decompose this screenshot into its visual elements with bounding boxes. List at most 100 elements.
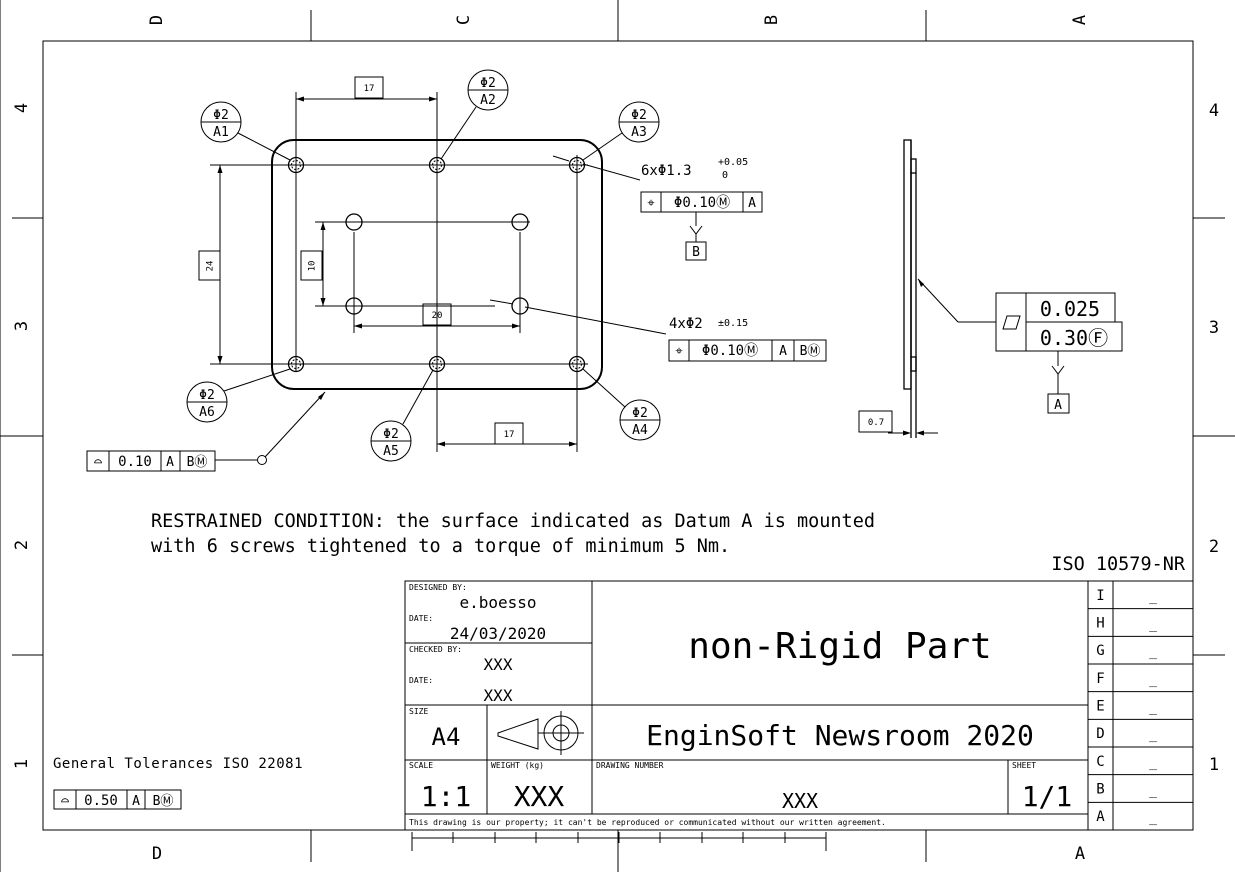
datum-target-label: A4 [632,423,648,438]
revision-letter: G [1096,643,1104,659]
fcf-datum: BⓂ [187,455,208,470]
check-date-value: XXX [484,686,513,705]
datum-target-label: A6 [199,405,215,420]
revision-value: _ [1149,784,1157,799]
standard-reference: ISO 10579-NR [1051,554,1186,575]
dimension-text: 10 [308,261,318,272]
dimension-inner-horizontal: 20 [354,303,520,329]
fcf-datum: A [779,344,787,359]
fcf-tolerance: Φ0.10Ⓜ [674,195,730,211]
row-label-right: 2 [1209,537,1219,557]
flatness-free-state: 0.30Ⓕ [1040,326,1108,350]
revision-letter: E [1096,699,1104,715]
profile-callout: ⌓ 0.10 A BⓂ [86,391,326,472]
dimension-text: 17 [504,430,515,440]
general-fcf: ⌓ 0.50 A BⓂ [53,789,182,810]
revision-letter: I [1096,588,1104,604]
revision-value: _ [1149,618,1157,633]
fcf-tolerance: 0.10 [118,454,152,470]
revision-value: _ [1149,701,1157,716]
threaded-hole [568,156,586,174]
side-boss [910,356,917,372]
designed-by-label: DESIGNED BY: [409,583,467,592]
revision-value: _ [1149,673,1157,688]
zone-label-bottom: A [1075,844,1085,864]
callout-4-holes: 4xΦ2 ±0.15 ⌖ Φ0.10Ⓜ A BⓂ [489,299,827,362]
fcf-datum: BⓂ [800,344,821,359]
datum-target-a6: Φ2 A6 [186,368,291,423]
fcf-tolerance: Φ0.10Ⓜ [702,343,758,359]
profile-symbol: ⌓ [61,794,69,809]
note-line-2: with 6 screws tightened to a torque of m… [151,536,730,557]
revision-value: _ [1149,590,1157,605]
datum-target-size: Φ2 [199,388,215,403]
drawing-number-label: DRAWING NUMBER [596,761,664,770]
flatness-callout: 0.025 0.30Ⓕ A [917,278,1123,414]
dimension-text: 17 [364,84,375,94]
datum-target-label: A2 [480,93,496,108]
side-flange [903,139,912,390]
revision-letter: H [1096,616,1104,632]
tolerance: ±0.15 [718,318,748,329]
flatness-value: 0.025 [1040,297,1100,321]
zone-label-bottom: D [152,844,162,864]
row-label-right: 1 [1209,755,1219,775]
threaded-hole [287,355,305,373]
row-label-right: 3 [1209,318,1219,338]
size-label: SIZE [409,707,428,716]
hole [511,297,529,315]
datum-target-label: A3 [631,125,647,140]
profile-symbol: ⌓ [94,455,102,470]
dimension-text: 24 [206,261,216,272]
size-value: A4 [432,723,461,751]
fcf-tolerance: 0.50 [84,793,118,809]
datum-target-a4: Φ2 A4 [582,368,661,441]
revision-letter: D [1096,726,1104,742]
revision-letter: F [1096,671,1104,687]
fcf-datum: BⓂ [153,794,174,809]
sheet-label: SHEET [1012,761,1036,770]
checked-by-value: XXX [484,655,513,674]
checked-by-label: CHECKED BY: [409,645,462,654]
fcf-datum: A [132,794,140,809]
date-label: DATE: [409,614,433,623]
date-value: 24/03/2020 [450,624,546,643]
datum-target-size: Φ2 [480,76,496,91]
zone-label-top: B [762,15,782,25]
row-label-left: 4 [12,103,32,113]
flatness-symbol-icon [1002,315,1021,330]
hole [345,213,363,231]
threaded-hole [428,156,446,174]
callout-6-holes: 6xΦ1.3 +0.05 0 ⌖ Φ0.10Ⓜ A B [552,155,763,261]
threaded-hole [287,156,305,174]
fcf-datum: A [166,455,174,470]
datum-target-label: A1 [213,125,229,140]
disclaimer: This drawing is our property; it can't b… [409,818,886,827]
tolerance-upper: +0.05 [718,157,748,168]
sheet-value: 1/1 [1022,780,1073,813]
date-label: DATE: [409,676,433,685]
datum-target-size: Φ2 [213,108,229,123]
row-label-right: 4 [1209,101,1219,121]
side-view: 0.7 0.025 0.30Ⓕ A [858,139,1123,438]
position-symbol: ⌖ [675,344,683,359]
position-symbol: ⌖ [647,196,655,211]
drawing-subtitle: EnginSoft Newsroom 2020 [646,719,1034,752]
hole [511,213,529,231]
drawing-title: non-Rigid Part [688,626,991,667]
designed-by-value: e.boesso [459,593,536,612]
hole [345,297,363,315]
scale-value: 1:1 [421,780,472,813]
revision-value: _ [1149,811,1157,826]
fcf-datum: A [748,196,756,211]
row-label-left: 1 [12,759,32,769]
dimension-bottom: 17 [437,422,577,447]
weight-label: WEIGHT (kg) [491,761,544,770]
dimension-left: 24 [198,165,223,364]
revision-letter: A [1096,809,1105,825]
revision-letter: B [1096,782,1104,798]
zone-label-top: D [147,15,167,25]
